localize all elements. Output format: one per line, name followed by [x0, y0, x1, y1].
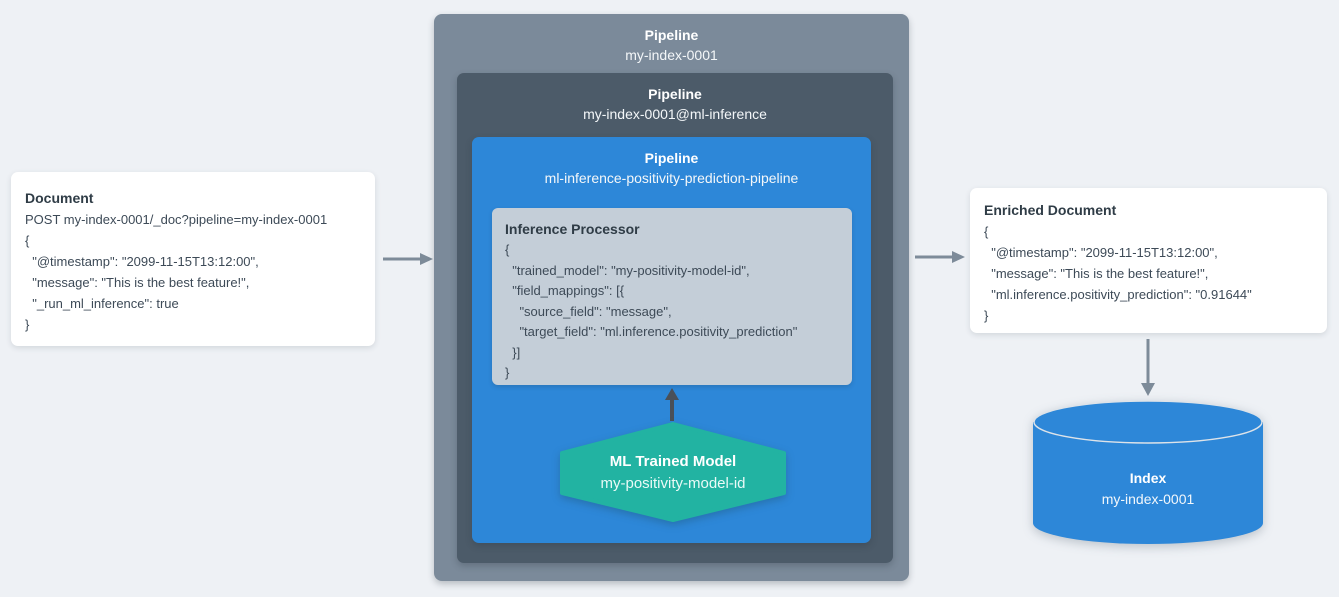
pipeline-middle: Pipeline my-index-0001@ml-inference Pipe… — [457, 73, 893, 563]
code-line: "_run_ml_inference": true — [25, 296, 179, 311]
arrow-right-icon — [383, 253, 433, 265]
pipeline-inner-name: ml-inference-positivity-prediction-pipel… — [544, 170, 799, 186]
enriched-document-title: Enriched Document — [984, 202, 1117, 218]
pipeline-outer-name: my-index-0001 — [625, 47, 718, 63]
pipeline-inner-title: Pipeline — [644, 150, 699, 166]
code-line: "ml.inference.positivity_prediction": "0… — [984, 287, 1252, 302]
code-line: } — [505, 365, 510, 380]
pipeline-middle-name: my-index-0001@ml-inference — [583, 106, 767, 122]
index-title: Index — [1129, 469, 1167, 486]
pipeline-outer: Pipeline my-index-0001 Pipeline my-index… — [434, 14, 909, 581]
code-line: "field_mappings": [{ — [505, 283, 625, 298]
enriched-document-node: Enriched Document { "@timestamp": "2099-… — [970, 188, 1327, 333]
code-line: POST my-index-0001/_doc?pipeline=my-inde… — [25, 212, 328, 227]
code-line: "message": "This is the best feature!", — [25, 275, 250, 290]
hexagon-shape-icon — [560, 422, 786, 522]
pipeline-inner: Pipeline ml-inference-positivity-predict… — [472, 137, 871, 543]
document-title: Document — [25, 190, 94, 206]
pipeline-middle-title: Pipeline — [648, 86, 702, 102]
code-line: } — [984, 308, 989, 323]
code-line: } — [25, 317, 30, 332]
ml-model-name: my-positivity-model-id — [600, 474, 746, 492]
code-line: "source_field": "message", — [505, 303, 672, 319]
pipeline-outer-title: Pipeline — [644, 27, 699, 43]
database-cylinder-icon — [1033, 400, 1263, 544]
code-line: "@timestamp": "2099-11-15T13:12:00", — [25, 254, 259, 269]
index-cylinder: Index my-index-0001 — [1033, 400, 1263, 546]
code-line: { — [505, 242, 510, 257]
inference-processor-node: Inference Processor { "trained_model": "… — [492, 208, 852, 385]
code-line: { — [25, 233, 30, 248]
code-line: "target_field": "ml.inference.positivity… — [505, 324, 798, 339]
inference-processor-title: Inference Processor — [505, 221, 640, 237]
document-node: Document POST my-index-0001/_doc?pipelin… — [11, 172, 375, 346]
index-name: my-index-0001 — [1101, 490, 1195, 507]
ml-trained-model-hexagon: ML Trained Model my-positivity-model-id — [560, 422, 786, 522]
arrow-down-icon — [1141, 339, 1155, 396]
arrow-right-icon — [915, 251, 965, 263]
code-line: "trained_model": "my-positivity-model-id… — [505, 262, 750, 278]
ml-model-title: ML Trained Model — [609, 452, 737, 470]
arrow-up-icon — [665, 388, 679, 421]
code-line: "@timestamp": "2099-11-15T13:12:00", — [984, 245, 1218, 260]
code-line: }] — [505, 344, 521, 360]
code-line: "message": "This is the best feature!", — [984, 266, 1209, 281]
code-line: { — [984, 224, 989, 239]
